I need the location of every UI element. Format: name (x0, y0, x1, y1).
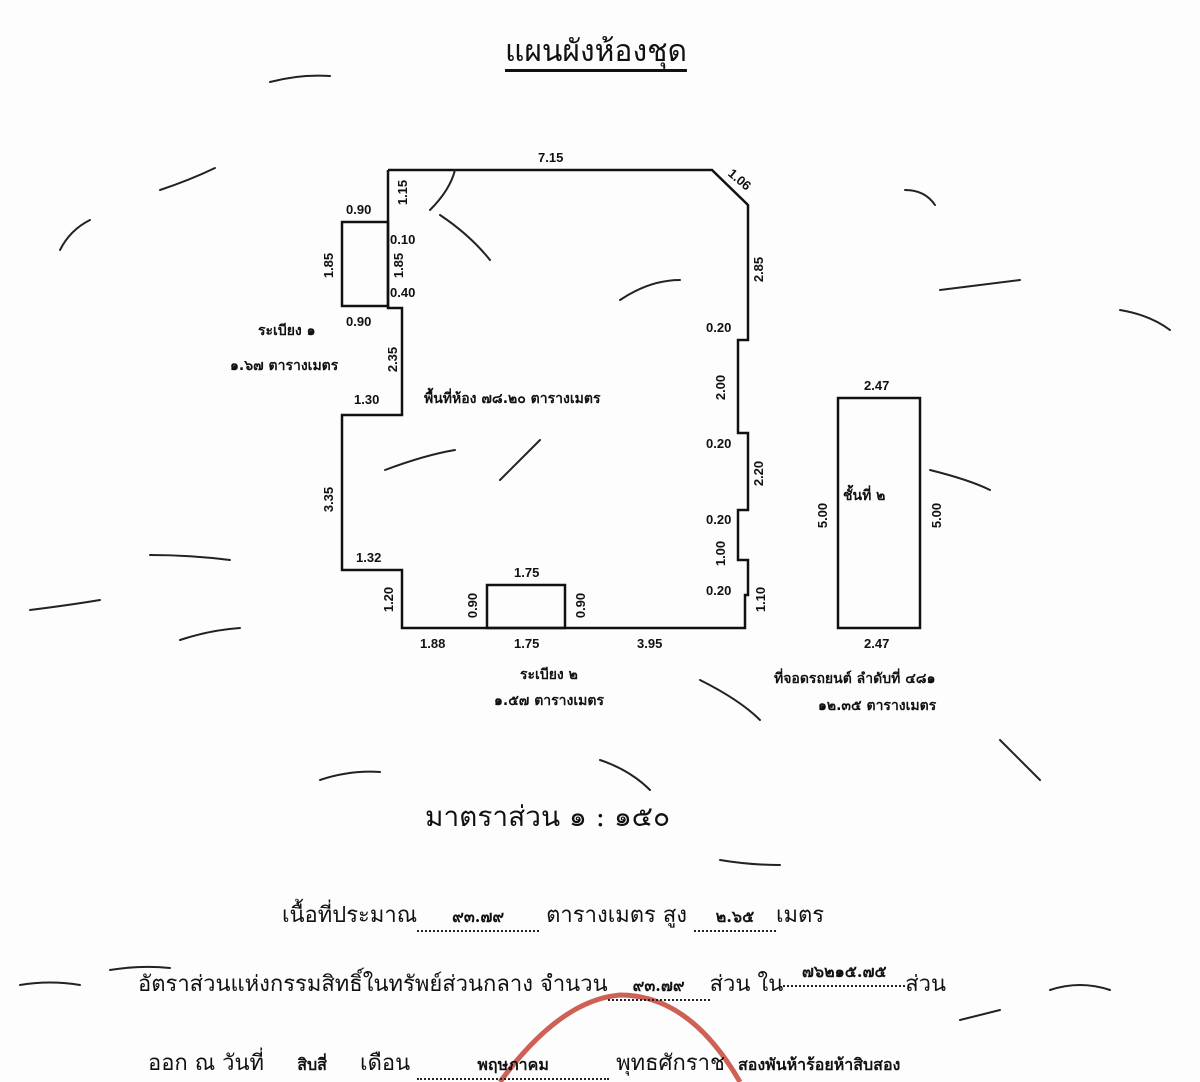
ratio-amount: ๙๓.๗๙ (607, 974, 710, 1001)
parking-dim-right: 5.00 (929, 502, 945, 529)
parking-dim-bottom: 2.47 (864, 636, 890, 651)
parking-floor: ชั้นที่ ๒ (843, 488, 886, 504)
balcony-2-area: ๑.๕๗ ตารางเมตร (494, 693, 604, 709)
dim-bottom-right: 3.95 (637, 636, 663, 651)
dim-bal2-right: 0.90 (573, 592, 589, 619)
ratio-amount-label: จำนวน (539, 972, 608, 997)
balcony-2-name: ระเบียง ๒ (520, 667, 578, 683)
ratio-share2: ส่วน (905, 972, 947, 997)
date-year: สองพันห้าร้อยห้าสิบสอง (737, 1055, 901, 1074)
dim-right-bottom: 1.10 (753, 586, 769, 613)
ratio-of: ใน (757, 972, 784, 997)
parking-area: ๑๒.๓๕ ตารางเมตร (818, 698, 937, 714)
room-outline (340, 168, 750, 630)
dim-bal1-width: 0.90 (346, 202, 372, 217)
dim-bal1-height-out: 1.85 (321, 252, 337, 279)
dim-right-mid3: 1.00 (713, 540, 729, 567)
dim-notch3: 0.20 (706, 512, 732, 527)
dim-left-top: 1.15 (395, 179, 411, 206)
scribble-marks (19, 74, 1171, 1021)
balcony-1-outline (340, 220, 390, 308)
balcony-2-outline (485, 583, 567, 630)
dim-bal1-gap-top: 0.10 (390, 232, 416, 247)
parking-name: ที่จอดรถยนต์ ลำดับที่ ๔๘๑ (774, 671, 936, 687)
dim-top: 7.15 (538, 150, 564, 165)
height-label: สูง (662, 903, 687, 928)
area-line: เนื้อที่ประมาณ๙๓.๗๙ ตารางเมตร สูง ๒.๖๕เม… (282, 897, 824, 932)
parking-dim-left: 5.00 (815, 502, 831, 529)
dim-notch4: 0.20 (706, 583, 732, 598)
dim-step2: 1.30 (354, 392, 380, 407)
date-line: ออก ณ วันที่ สิบสี่ เดือน พฤษภาคม พุทธศั… (148, 1045, 906, 1080)
dim-right-mid2: 2.20 (751, 460, 767, 487)
height-unit: เมตร (776, 903, 825, 928)
dim-notch2: 0.20 (706, 436, 732, 451)
dim-step1: 0.90 (346, 314, 372, 329)
date-prefix: ออก ณ วันที่ (148, 1051, 265, 1076)
height-value: ๒.๖๕ (694, 905, 776, 932)
dim-left-bottom: 1.20 (381, 586, 397, 613)
dim-bal1-height-in: 1.85 (391, 252, 407, 279)
dim-notch1: 0.20 (706, 320, 732, 335)
date-month-label: เดือน (360, 1051, 411, 1076)
official-stamp (497, 992, 743, 1082)
ratio-line: อัตราส่วนแห่งกรรมสิทธิ์ในทรัพย์ส่วนกลาง … (138, 962, 947, 1001)
dim-bal1-gap-bottom: 0.40 (390, 285, 416, 300)
balcony-1-area: ๑.๖๗ ตารางเมตร (230, 358, 339, 374)
ratio-share: ส่วน (709, 972, 751, 997)
dim-bal2-left: 0.90 (465, 592, 481, 619)
date-year-label: พุทธศักราช (616, 1051, 725, 1076)
dim-bottom-left: 1.88 (420, 636, 446, 651)
date-day: สิบสี่ (297, 1055, 327, 1074)
parking-dim-top: 2.47 (864, 378, 890, 393)
dim-right-mid1: 2.00 (713, 374, 729, 401)
ratio-label: อัตราส่วนแห่งกรรมสิทธิ์ในทรัพย์ส่วนกลาง (138, 972, 533, 997)
area-value: ๙๓.๗๙ (417, 905, 540, 932)
dim-bal2-top: 1.75 (514, 565, 540, 580)
area-unit: ตารางเมตร (546, 903, 656, 928)
area-label: เนื้อที่ประมาณ (282, 903, 418, 928)
date-month: พฤษภาคม (417, 1053, 610, 1080)
parking-outline (836, 396, 922, 630)
dim-step3: 1.32 (356, 550, 382, 565)
balcony-1-name: ระเบียง ๑ (258, 323, 316, 339)
dim-bottom-mid: 1.75 (514, 636, 540, 651)
room-area-label: พื้นที่ห้อง ๗๘.๒๐ ตารางเมตร (424, 391, 601, 407)
ratio-total: ๗๖๒๑๕.๗๕ (783, 960, 906, 987)
dim-left-low: 3.35 (321, 486, 337, 513)
scale-label: มาตราส่วน ๑ : ๑๕๐ (425, 800, 671, 833)
dim-left-mid: 2.35 (385, 346, 401, 373)
page-title: แผนผังห้องชุด (505, 34, 687, 69)
dim-right-top: 2.85 (751, 256, 767, 283)
